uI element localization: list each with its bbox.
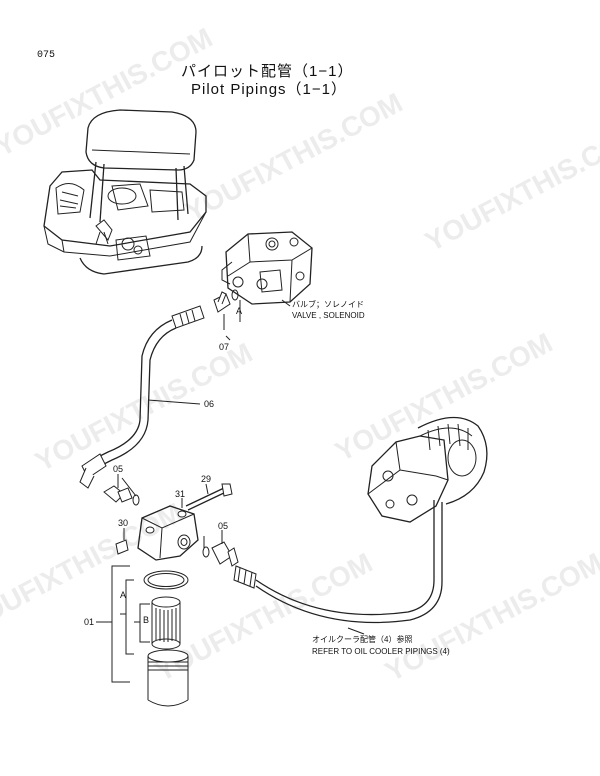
part-label-07: 07 <box>219 342 230 352</box>
part-label-05-right: 05 <box>218 521 229 531</box>
hose-06-illustration <box>79 305 205 489</box>
part-label-30: 30 <box>118 518 129 528</box>
valve-label-en: VALVE , SOLENOID <box>292 311 365 320</box>
part-label-05-left: 05 <box>113 464 124 474</box>
valve-label-jp: バルブ；ソレノイド <box>292 300 364 309</box>
part-label-a2: A <box>120 590 127 600</box>
part-label-01: 01 <box>84 617 95 627</box>
fitting-05-left-illustration <box>103 474 140 506</box>
part-label-06: 06 <box>204 399 215 409</box>
part-label-31: 31 <box>175 489 186 499</box>
solenoid-valve-illustration <box>221 231 313 305</box>
refer-label-en: REFER TO OIL COOLER PIPINGS (4) <box>312 647 450 656</box>
fitting-05-right-illustration <box>202 530 239 567</box>
excavator-overview-illustration <box>43 109 207 275</box>
title-japanese: パイロット配管（1−1） <box>181 63 354 80</box>
part-label-a1: A <box>236 306 243 316</box>
hose-to-oil-cooler-illustration <box>233 500 443 624</box>
filter-case-illustration <box>147 649 189 707</box>
refer-label-jp: オイルクーラ配管（4）参照 <box>312 635 413 644</box>
part-label-29: 29 <box>201 474 212 484</box>
large-o-ring-illustration <box>143 570 189 590</box>
part-label-b: B <box>143 615 150 625</box>
assembly-brackets <box>96 565 150 683</box>
title-english: Pilot Pipings（1−1） <box>191 81 347 98</box>
plug-30-illustration <box>115 528 129 555</box>
bolt-29-illustration <box>185 483 233 511</box>
leader-valve-label <box>281 299 291 307</box>
page-number: 075 <box>37 50 56 61</box>
filter-head-illustration <box>137 505 199 561</box>
leader-refer-label <box>347 627 365 635</box>
fitting-07-illustration <box>213 289 241 341</box>
washer-31-illustration <box>177 498 187 518</box>
hydraulic-pump-illustration <box>367 416 488 523</box>
filter-element-illustration <box>151 596 181 650</box>
